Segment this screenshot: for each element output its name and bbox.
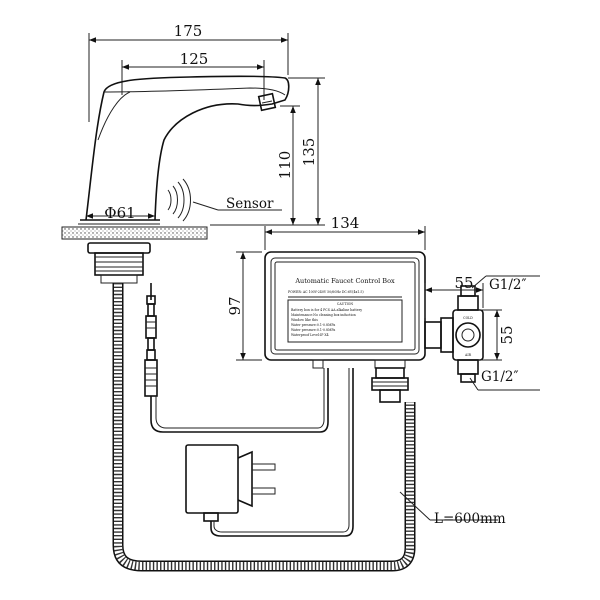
faucet-body: [78, 75, 290, 225]
countertop: [61, 226, 208, 240]
dim-175-label: 175: [174, 22, 203, 40]
dim-97-label: 97: [226, 296, 244, 315]
dim-134-label: 134: [331, 214, 360, 232]
thread-bottom-label: G1/2″: [481, 369, 519, 385]
control-box-power: POWER: AC 100V-240V 50/60Hz DC:6V(4x1.5): [288, 290, 364, 294]
thread-callouts: G1/2″ G1/2″: [469, 275, 540, 391]
dimension-box-width: 134: [264, 214, 426, 250]
dim-61-label: Φ61: [104, 204, 135, 222]
hose-length-callout: L=600mm: [399, 491, 506, 527]
sensor-callout: Sensor: [192, 196, 282, 212]
dimension-valve: 55 55: [424, 274, 516, 361]
dimension-box-height: 97: [226, 251, 262, 361]
dim-135-label: 135: [300, 138, 318, 167]
hose-length-label: L=600mm: [434, 511, 506, 527]
power-adapter: [185, 368, 354, 537]
dimension-base-diameter: Φ61: [86, 204, 155, 222]
dim-110-label: 110: [276, 151, 294, 180]
sensor-cable: [144, 283, 329, 433]
sensor-waves-icon: [167, 178, 191, 222]
control-box-line-5: Water pressure:0.1-0.8MPa: [291, 328, 335, 332]
control-box-title: Automatic Faucet Control Box: [294, 277, 395, 285]
control-box-line-3: Window like this: [291, 318, 318, 322]
dimension-spout-reach: 125: [121, 50, 265, 100]
dim-55-horizontal-label: 55: [454, 274, 473, 292]
dimension-overall-width: 175: [88, 22, 289, 122]
dim-125-label: 125: [180, 50, 209, 68]
control-box-caution: CAUTION: [337, 302, 353, 306]
thread-top-label: G1/2″: [489, 277, 527, 293]
solenoid-valve: COLD AIR: [424, 285, 484, 383]
valve-mark-top: COLD: [463, 316, 473, 320]
flexible-hose: [112, 283, 416, 572]
control-box-line-6: Waterproof Level:IP X4: [291, 333, 329, 337]
mounting-nut: [87, 242, 151, 284]
control-box-line-1: Battery box is for 4 PCS AA alkaline bat…: [291, 308, 362, 312]
sensor-label: Sensor: [226, 196, 274, 212]
control-box-line-2: Maintenance:No cleaning box induction: [291, 313, 356, 317]
dimension-heights: 135 110: [210, 77, 325, 226]
control-box: Automatic Faucet Control Box POWER: AC 1…: [264, 251, 426, 369]
box-outlet-fitting: [371, 367, 409, 403]
dim-55-vertical-label: 55: [498, 325, 516, 344]
control-box-line-4: Water pressure:0.1-0.8MPa: [291, 323, 335, 327]
valve-mark-bottom: AIR: [464, 353, 472, 357]
